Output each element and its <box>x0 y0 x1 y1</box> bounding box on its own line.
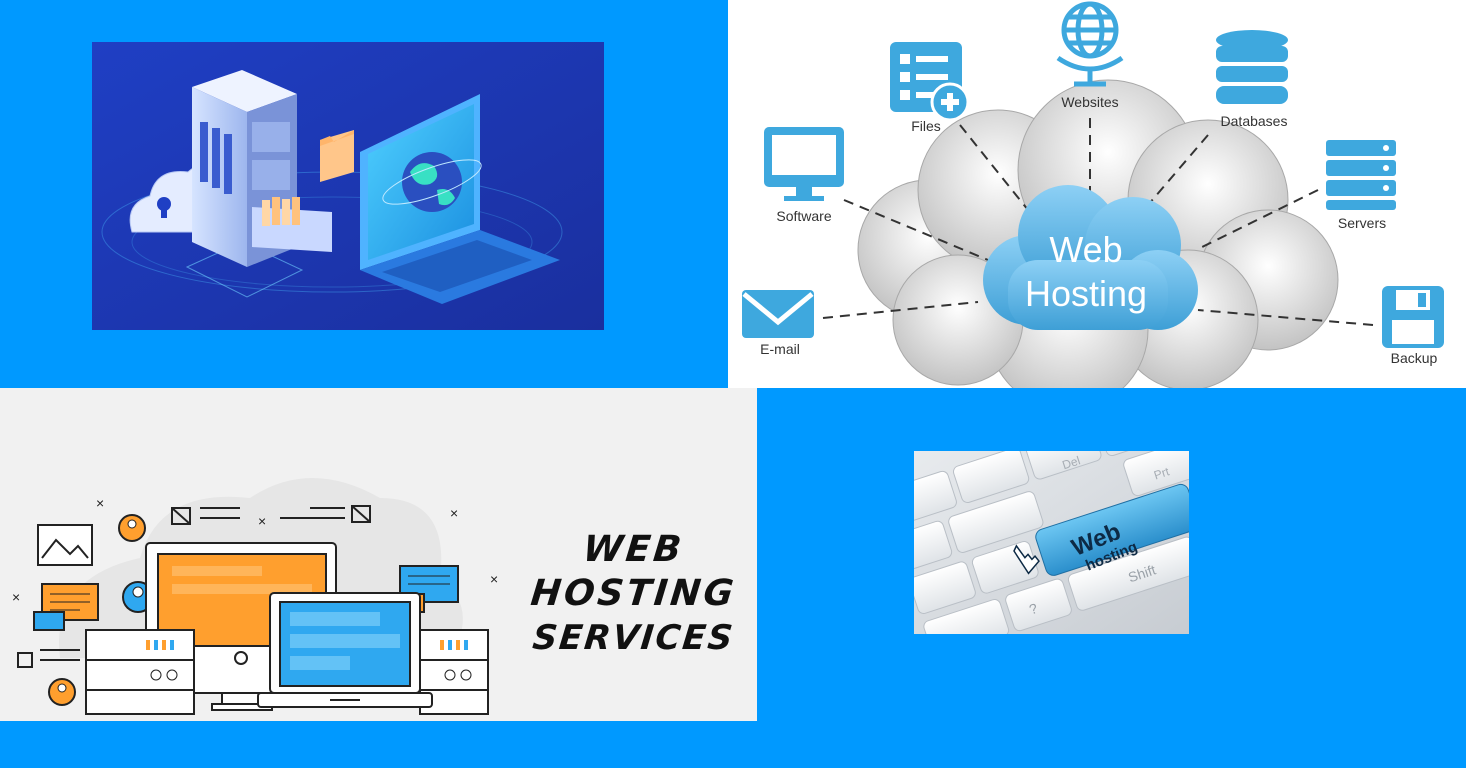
web-hosting-center-cloud <box>983 185 1198 330</box>
monitor-icon <box>764 127 844 201</box>
keyboard-web-hosting-photo: Del Prt Shift ? Web hosting <box>880 397 1202 658</box>
x-marks: × × × × × <box>12 495 498 605</box>
keyboard-illustration: Del Prt Shift ? Web hosting <box>880 397 1202 658</box>
database-icon <box>1216 30 1288 104</box>
decorative-lines <box>17 505 371 668</box>
center-title-line2: Hosting <box>1025 273 1147 314</box>
web-hosting-cloud-diagram: Web Hosting Files Websites <box>728 0 1466 411</box>
files-icon <box>890 42 970 122</box>
server-illustration-panel <box>92 42 604 330</box>
node-label-software: Software <box>776 208 831 224</box>
svg-text:×: × <box>12 589 20 605</box>
services-title-block: WEB HOSTING SERVICES <box>510 528 757 660</box>
node-label-email: E-mail <box>760 341 800 357</box>
image-icon <box>37 524 93 566</box>
server-lights <box>146 640 472 681</box>
server-rack-icon <box>1326 140 1396 210</box>
node-label-files: Files <box>911 118 941 134</box>
laptop-icon <box>257 592 433 708</box>
prt-key-label: Prt <box>1152 464 1172 482</box>
node-label-servers: Servers <box>1338 215 1386 231</box>
svg-text:×: × <box>450 505 458 521</box>
server-laptop-illustration <box>92 42 604 330</box>
server-tower-icon <box>192 70 332 267</box>
services-title-line2: HOSTING <box>528 573 739 614</box>
svg-text:×: × <box>96 495 104 511</box>
delete-key-label: Del <box>1060 453 1081 472</box>
chat-bubble-icon <box>33 565 459 631</box>
services-illustration: × × × × × <box>0 388 757 721</box>
connector-lines <box>822 118 1374 326</box>
node-label-websites: Websites <box>1061 94 1118 110</box>
envelope-icon <box>742 290 814 338</box>
services-title-line1: WEB <box>581 529 687 570</box>
cloud-diagram-svg: Web Hosting Files Websites <box>742 1 1444 411</box>
folder-icon <box>320 130 354 182</box>
node-label-databases: Databases <box>1221 113 1288 129</box>
services-title-line3: SERVICES <box>530 618 737 658</box>
web-hosting-services-banner: × × × × × <box>0 388 757 721</box>
globe-icon <box>1056 1 1124 87</box>
node-label-backup: Backup <box>1391 350 1438 366</box>
hand-cursor-icon <box>1013 544 1040 575</box>
user-avatar-icon <box>48 514 154 706</box>
floppy-disk-icon <box>1382 286 1444 348</box>
center-title-line1: Web <box>1049 229 1122 270</box>
svg-text:×: × <box>490 571 498 587</box>
svg-text:×: × <box>258 513 266 529</box>
laptop-icon <box>360 94 560 304</box>
